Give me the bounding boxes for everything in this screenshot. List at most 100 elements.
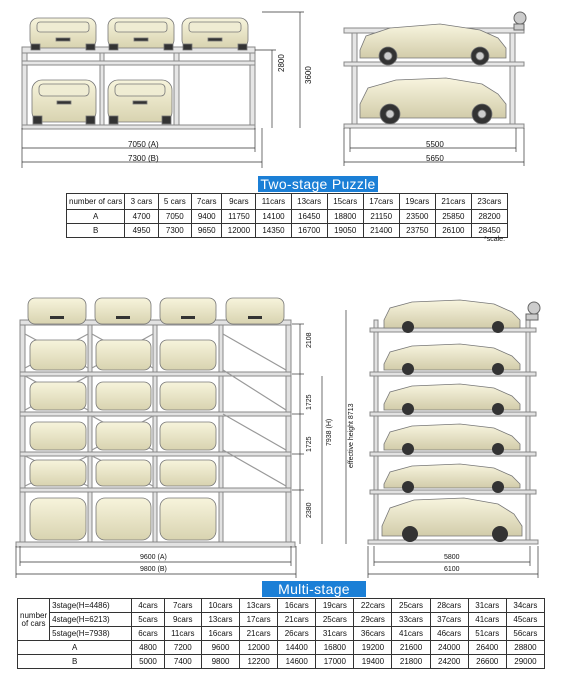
cell: 25850 (434, 209, 472, 224)
cell: 23750 (398, 223, 436, 238)
dim-side-inner: 5500 (426, 140, 444, 149)
cell: 14100 (255, 209, 292, 224)
cell: 29cars (353, 612, 393, 627)
cell: 41cars (467, 612, 507, 627)
cell: 16450 (290, 209, 328, 224)
dim-multi-width-b: 9800 (B) (140, 566, 167, 573)
cell: 5cars (131, 612, 165, 627)
cell: 23500 (398, 209, 436, 224)
cell: 21800 (391, 654, 431, 669)
dim-height-total: 3600 (304, 66, 313, 84)
lower-car (31, 79, 97, 125)
cell: 26400 (467, 640, 507, 655)
cell: 11750 (221, 209, 257, 224)
cell: 28cars (429, 598, 469, 613)
cell: 13cars (239, 598, 279, 613)
cell: 33cars (391, 612, 431, 627)
col-header: 5 cars (157, 193, 192, 210)
header-label: number of cars (16, 598, 51, 641)
cell: 26600 (467, 654, 507, 669)
cell: 9400 (190, 209, 223, 224)
motor-icon (513, 11, 527, 31)
cell: 6cars (131, 626, 165, 641)
cell: 5000 (131, 654, 165, 669)
cell: 19400 (353, 654, 393, 669)
dim-h-total: 7938 (H) (326, 418, 333, 446)
table-row: A 4700 7050 9400 11750 14100 16450 18800… (65, 209, 509, 224)
cell: 45cars (505, 612, 546, 627)
cell: 7cars (163, 598, 202, 613)
table-row: 4stage(H=6213) 5cars 9cars 13cars 17cars… (18, 612, 546, 627)
dim-effective-height: effective height 8713 (348, 403, 355, 468)
multi-stage-front-drawing (15, 297, 347, 578)
cell: 28800 (505, 640, 546, 655)
cell: 4700 (124, 209, 159, 224)
multi-stage-side-drawing (367, 299, 541, 578)
upper-car (107, 17, 175, 51)
cell: 22cars (353, 598, 393, 613)
cell: 18800 (326, 209, 364, 224)
row-label: A (65, 209, 126, 224)
cell: 16cars (200, 626, 241, 641)
cell: 26100 (434, 223, 472, 238)
upper-car (181, 17, 249, 51)
cell: 31cars (315, 626, 355, 641)
cell: 37cars (429, 612, 469, 627)
cell: 16700 (290, 223, 328, 238)
cell: 19050 (326, 223, 364, 238)
cell: 26cars (277, 626, 317, 641)
col-header: 17cars (362, 193, 400, 210)
col-header: 15cars (326, 193, 364, 210)
cell: 29000 (505, 654, 546, 669)
cell: 31cars (467, 598, 507, 613)
top-level-cars (27, 297, 285, 325)
cell: 19cars (315, 598, 355, 613)
cell: 36cars (353, 626, 393, 641)
col-header: 11cars (255, 193, 292, 210)
cell: 21400 (362, 223, 400, 238)
upper-car-side (359, 23, 507, 66)
dim-h-mid2: 1725 (306, 436, 313, 452)
cell: 12200 (239, 654, 279, 669)
cell: 14600 (277, 654, 317, 669)
dim-h-bottom: 2380 (306, 502, 313, 518)
table-row: B 4950 7300 9650 12000 14350 16700 19050… (65, 223, 509, 238)
motor-icon (525, 301, 541, 321)
cell: 13cars (200, 612, 241, 627)
dim-side-outer: 5650 (426, 154, 444, 163)
col-header: 13cars (290, 193, 328, 210)
table-row: 5stage(H=7938) 6cars 11cars 16cars 21car… (18, 626, 546, 641)
cell: 10cars (200, 598, 241, 613)
cell: 12000 (239, 640, 279, 655)
col-header: 21cars (434, 193, 472, 210)
dim-height-lower: 2800 (277, 54, 286, 72)
cell: 14350 (255, 223, 292, 238)
dim-front-width-b: 7300 (B) (128, 154, 159, 163)
cell: 25cars (315, 612, 355, 627)
dim-multi-width-a: 9600 (A) (140, 554, 167, 561)
col-header: 19cars (398, 193, 436, 210)
col-header: 3 cars (124, 193, 159, 210)
lower-car-side (359, 77, 507, 125)
cell: 16cars (277, 598, 317, 613)
cell: 4800 (131, 640, 165, 655)
cell: 21600 (391, 640, 431, 655)
cell: 28200 (470, 209, 509, 224)
cell: 4950 (124, 223, 159, 238)
table-row: A 4800 7200 9600 12000 14400 16800 19200… (16, 640, 546, 655)
cell: 7300 (157, 223, 192, 238)
stage-label: 3stage(H=4486) (49, 598, 133, 613)
stage-label: 4stage(H=6213) (49, 612, 133, 627)
multi-stage-title: Multi-stage (262, 581, 366, 597)
col-header: 9cars (221, 193, 257, 210)
two-stage-side-drawing (343, 11, 527, 166)
cell: 7050 (157, 209, 192, 224)
cell: 17000 (315, 654, 355, 669)
header-label: number of cars (65, 193, 126, 210)
two-stage-front-drawing (21, 11, 304, 168)
col-header: 7cars (190, 193, 223, 210)
table-row: number of cars 3stage(H=4486) 4cars 7car… (16, 598, 546, 641)
cell: 41cars (391, 626, 431, 641)
cell: 28450 (470, 223, 509, 238)
cell: 9600 (200, 640, 241, 655)
